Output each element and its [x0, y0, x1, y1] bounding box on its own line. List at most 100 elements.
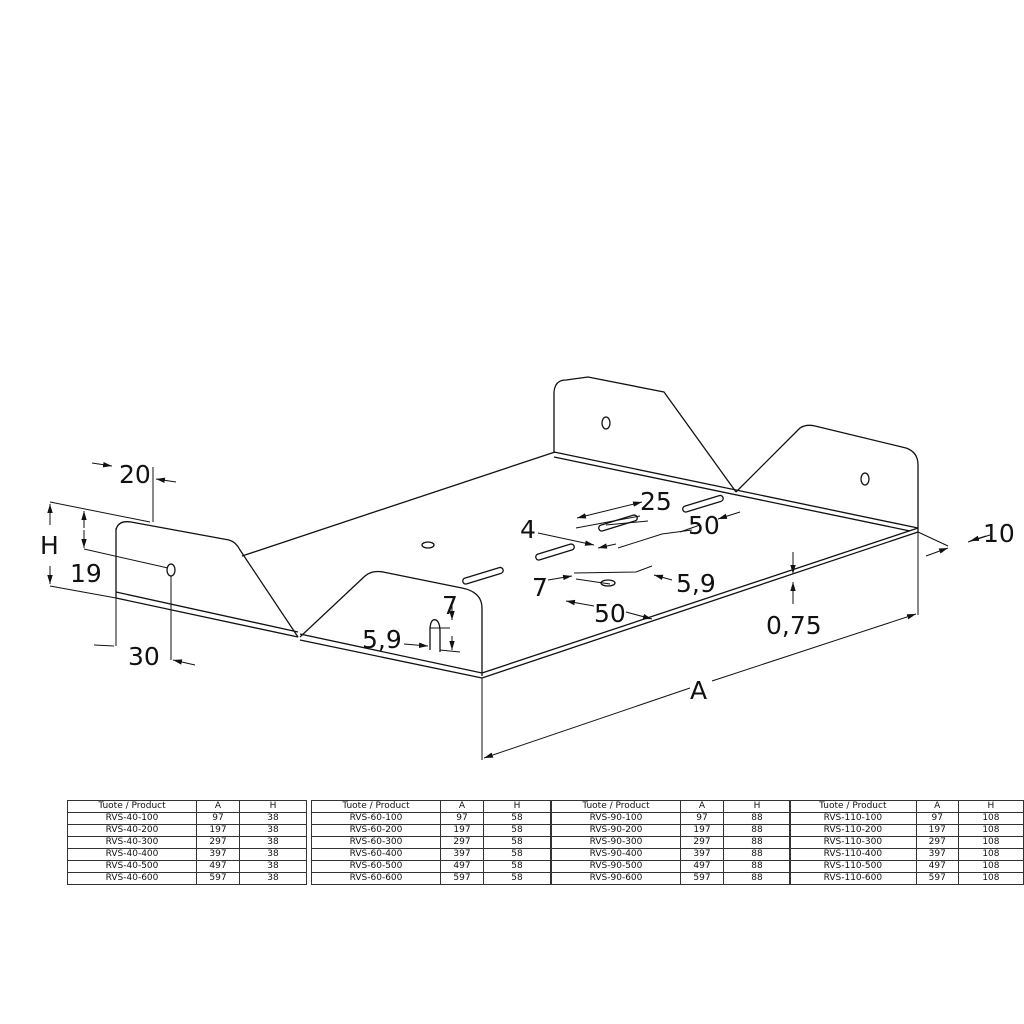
dim-30: 30: [128, 642, 160, 671]
cell-h: 38: [239, 872, 307, 885]
cell-product: RVS-90-200: [551, 824, 681, 837]
cell-product: RVS-90-500: [551, 860, 681, 873]
cell-h: 88: [723, 824, 791, 837]
dim-7-front: 7: [442, 591, 458, 620]
dim-20: 20: [119, 460, 151, 489]
cell-product: RVS-60-400: [311, 848, 441, 861]
cell-a: 97: [196, 812, 240, 825]
rear-hole-right: [860, 472, 870, 486]
cell-h: 108: [957, 824, 1024, 837]
cell-product: RVS-110-100: [789, 812, 917, 825]
slot-1: [462, 566, 504, 585]
left-bottom-edge: [115, 591, 299, 638]
cell-a: 197: [196, 824, 240, 837]
cell-h: 58: [483, 824, 551, 837]
cell-product: RVS-40-600: [67, 872, 197, 885]
cell-product: RVS-90-300: [551, 836, 681, 849]
cell-h: 108: [957, 836, 1024, 849]
cell-a: 197: [915, 824, 959, 837]
slot-3: [682, 494, 724, 513]
header-h: H: [723, 800, 791, 813]
cell-h: 88: [723, 860, 791, 873]
slot-2: [535, 543, 575, 561]
right-bottom-edge: [481, 527, 919, 679]
cell-product: RVS-90-400: [551, 848, 681, 861]
cell-a: 597: [915, 872, 959, 885]
cell-h: 38: [239, 860, 307, 873]
cell-a: 497: [440, 860, 484, 873]
cell-a: 197: [680, 824, 724, 837]
cell-a: 97: [915, 812, 959, 825]
cell-h: 108: [957, 812, 1024, 825]
cell-h: 108: [957, 848, 1024, 861]
cell-a: 597: [680, 872, 724, 885]
cell-h: 58: [483, 860, 551, 873]
header-a: A: [915, 800, 959, 813]
bracket-outline: [115, 376, 919, 679]
dim-h: H: [40, 531, 59, 560]
table-header-row: Tuote / Product A H: [311, 800, 551, 813]
cell-product: RVS-60-200: [311, 824, 441, 837]
rear-flange: [553, 376, 737, 493]
cell-h: 58: [483, 848, 551, 861]
header-product: Tuote / Product: [551, 800, 681, 813]
front-bottom-edge: [299, 633, 483, 679]
header-a: A: [196, 800, 240, 813]
cell-a: 397: [440, 848, 484, 861]
cell-a: 297: [196, 836, 240, 849]
cell-product: RVS-60-600: [311, 872, 441, 885]
header-h: H: [239, 800, 307, 813]
dim-50-bottom: 50: [594, 599, 626, 628]
dim-7-mid: 7: [532, 573, 548, 602]
header-product: Tuote / Product: [311, 800, 441, 813]
header-a: A: [440, 800, 484, 813]
dim-25: 25: [640, 487, 672, 516]
header-h: H: [957, 800, 1024, 813]
cell-h: 108: [957, 860, 1024, 873]
cell-product: RVS-60-500: [311, 860, 441, 873]
dim-50-top: 50: [688, 511, 720, 540]
cell-product: RVS-40-300: [67, 836, 197, 849]
table-header-row: Tuote / Product A H: [67, 800, 307, 813]
cell-a: 597: [196, 872, 240, 885]
cell-a: 97: [680, 812, 724, 825]
cell-h: 58: [483, 872, 551, 885]
base-back-edge: [241, 451, 556, 557]
cell-a: 397: [680, 848, 724, 861]
cell-product: RVS-40-100: [67, 812, 197, 825]
cell-a: 497: [680, 860, 724, 873]
header-a: A: [680, 800, 724, 813]
header-product: Tuote / Product: [789, 800, 917, 813]
header-h: H: [483, 800, 551, 813]
dimension-lines: [47, 461, 991, 760]
cell-a: 297: [680, 836, 724, 849]
dim-5-9-mid: 5,9: [676, 569, 716, 598]
dimension-labels: 20 H 19 30 7 5,9 25 4 50 7 5,9 50 10 0,7…: [40, 460, 1015, 705]
cell-h: 108: [957, 872, 1024, 885]
dim-4: 4: [520, 515, 536, 544]
cell-a: 397: [196, 848, 240, 861]
cell-a: 497: [915, 860, 959, 873]
table-header-row: Tuote / Product A H: [789, 800, 1024, 813]
cell-a: 297: [915, 836, 959, 849]
cell-h: 38: [239, 848, 307, 861]
cell-h: 58: [483, 836, 551, 849]
cell-a: 397: [915, 848, 959, 861]
cell-product: RVS-90-100: [551, 812, 681, 825]
